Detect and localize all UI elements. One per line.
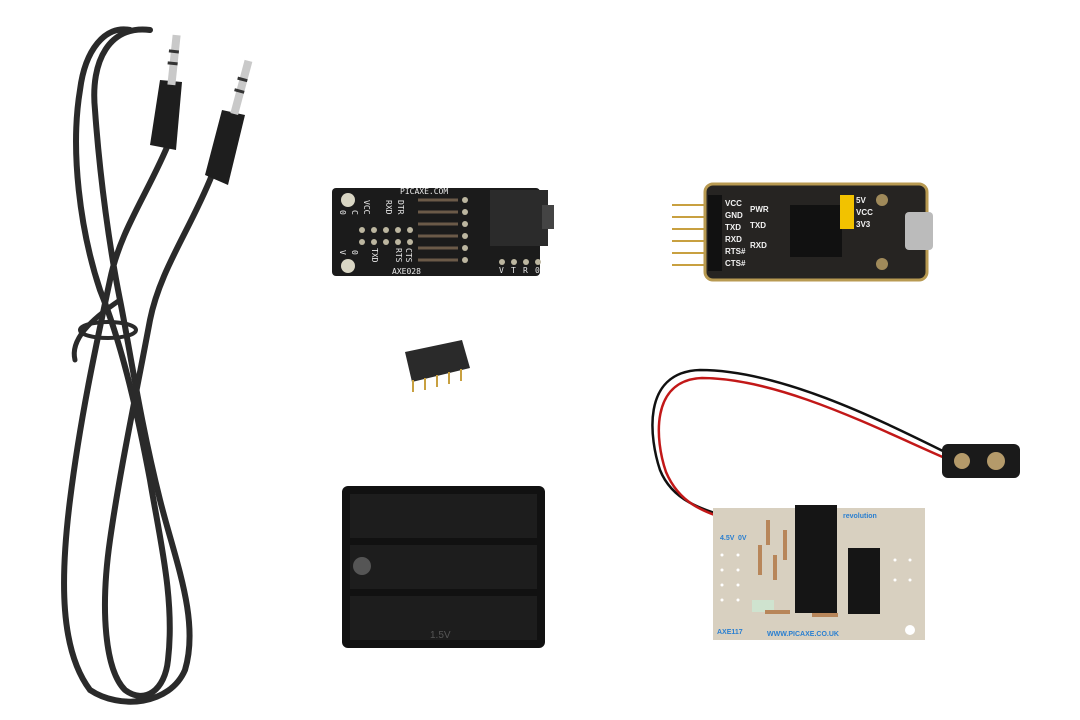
usb-c-port bbox=[905, 212, 933, 250]
pin-header-socket bbox=[405, 340, 470, 392]
jumper-label: VCC bbox=[856, 208, 873, 217]
pin-label: CTS bbox=[404, 248, 413, 263]
audio-plug-left bbox=[150, 34, 182, 150]
usb-pin-label: RTS# bbox=[725, 247, 746, 256]
jumper bbox=[840, 195, 854, 229]
power-label: 4.5V bbox=[720, 535, 735, 542]
jack-label: 0 bbox=[535, 266, 540, 275]
pin-label: TXD bbox=[370, 248, 379, 263]
axe028-site-label: PICAXE.COM bbox=[400, 187, 448, 196]
jack-label: R bbox=[523, 266, 528, 275]
axe028-adapter-board: PICAXE.COM AXE028 VCC RXD DTR TXD RTS CT… bbox=[332, 187, 554, 276]
side-label: V bbox=[338, 250, 347, 255]
revolution-website-label: WWW.PICAXE.CO.UK bbox=[767, 631, 839, 638]
led-label: PWR bbox=[750, 205, 769, 214]
pin-label: VCC bbox=[362, 200, 371, 215]
stereo-audio-cable bbox=[61, 26, 215, 705]
side-label: C bbox=[350, 210, 359, 215]
battery-clip-wires bbox=[651, 368, 946, 524]
pin-label: RTS bbox=[394, 248, 403, 263]
jack-label: V bbox=[499, 266, 504, 275]
usb-serial-adapter: VCC GND TXD RXD RTS# CTS# PWR TXD RXD 5V… bbox=[672, 182, 933, 282]
jumper-label: 5V bbox=[856, 196, 866, 205]
usb-pin-label: GND bbox=[725, 211, 743, 220]
pin-label: RXD bbox=[384, 200, 393, 215]
battery-holder: 1.5V bbox=[342, 486, 545, 648]
led-label: TXD bbox=[750, 221, 766, 230]
pin-label: DTR bbox=[396, 200, 405, 215]
audio-plug-right bbox=[205, 59, 253, 185]
axe028-model-label: AXE028 bbox=[392, 267, 421, 276]
battery-clip bbox=[942, 444, 1020, 478]
jack-label: T bbox=[511, 266, 516, 275]
usb-pin-label: VCC bbox=[725, 199, 742, 208]
side-label: 0 bbox=[350, 250, 359, 255]
jumper-label: 3V3 bbox=[856, 220, 871, 229]
power-label: 0V bbox=[738, 535, 747, 542]
usb-pin-label: TXD bbox=[725, 223, 741, 232]
side-label: 0 bbox=[338, 210, 347, 215]
revolution-brand-label: revolution bbox=[843, 513, 877, 520]
revolution-model-label: AXE117 bbox=[717, 629, 743, 636]
usb-pin-label: RXD bbox=[725, 235, 742, 244]
battery-voltage-label: 1.5V bbox=[430, 630, 451, 641]
led-label: RXD bbox=[750, 241, 767, 250]
revolution-project-board: revolution WWW.PICAXE.CO.UK AXE117 4.5V … bbox=[713, 505, 925, 640]
audio-jack-socket bbox=[490, 190, 548, 246]
usb-pin-label: CTS# bbox=[725, 259, 746, 268]
